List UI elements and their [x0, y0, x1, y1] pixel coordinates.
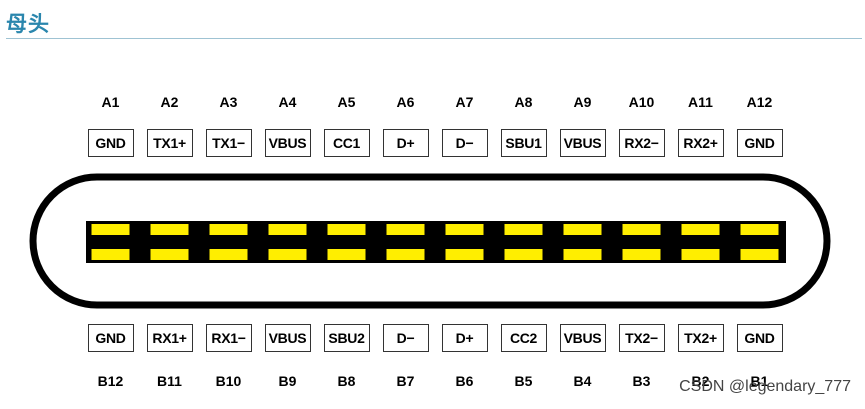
contact-a10	[622, 224, 661, 235]
pin-label-a3: A3	[219, 94, 238, 110]
section-header: 母头	[6, 6, 862, 39]
contact-b2	[681, 249, 720, 260]
pin-label-a5: A5	[337, 94, 356, 110]
contact-b4	[563, 249, 602, 260]
signal-box-a4: VBUS	[264, 129, 311, 157]
pin-label-b8: B8	[337, 373, 356, 389]
contact-a8	[504, 224, 543, 235]
signal-box-a1: GND	[87, 129, 134, 157]
contact-a7	[445, 224, 484, 235]
contact-a6	[386, 224, 425, 235]
contact-group	[91, 224, 779, 260]
signal-box-a8: SBU1	[500, 129, 547, 157]
contact-b5	[504, 249, 543, 260]
signal-box-a5: CC1	[323, 129, 370, 157]
bottom-pin-labels: B12 B11 B10 B9 B8 B7 B6 B5 B4 B3 B2 B1	[0, 366, 865, 396]
pin-label-b9: B9	[278, 373, 297, 389]
contact-b7	[386, 249, 425, 260]
pin-label-a6: A6	[396, 94, 415, 110]
signal-box-b11: RX1+	[146, 324, 193, 352]
contact-a5	[327, 224, 366, 235]
signal-box-a12: GND	[736, 129, 783, 157]
signal-box-a3: TX1−	[205, 129, 252, 157]
pin-label-b11: B11	[157, 373, 182, 389]
signal-box-b12: GND	[87, 324, 134, 352]
top-pin-labels: A1 A2 A3 A4 A5 A6 A7 A8 A9 A10 A11 A12	[0, 87, 865, 117]
pin-label-b7: B7	[396, 373, 415, 389]
contact-a2	[150, 224, 189, 235]
contact-b1	[740, 249, 779, 260]
pin-label-b5: B5	[514, 373, 533, 389]
contact-a11	[681, 224, 720, 235]
connector-shell	[29, 173, 831, 309]
contact-a1	[91, 224, 130, 235]
signal-box-b2: TX2+	[677, 324, 724, 352]
watermark-text: CSDN @legendary_777	[679, 378, 851, 395]
signal-box-a7: D−	[441, 129, 488, 157]
signal-box-b1: GND	[736, 324, 783, 352]
pin-label-a2: A2	[160, 94, 179, 110]
pin-label-b3: B3	[632, 373, 651, 389]
pin-label-b6: B6	[455, 373, 474, 389]
pin-label-b1: B1	[750, 373, 769, 389]
pin-label-a10: A10	[628, 94, 655, 110]
signal-box-b6: D+	[441, 324, 488, 352]
signal-box-b8: SBU2	[323, 324, 370, 352]
signal-box-a2: TX1+	[146, 129, 193, 157]
contact-b11	[150, 249, 189, 260]
contact-a12	[740, 224, 779, 235]
signal-box-b5: CC2	[500, 324, 547, 352]
pin-label-b2: B2	[691, 373, 710, 389]
signal-box-b9: VBUS	[264, 324, 311, 352]
pin-label-a12: A12	[746, 94, 773, 110]
pin-label-a4: A4	[278, 94, 297, 110]
contact-b9	[268, 249, 307, 260]
signal-box-a11: RX2+	[677, 129, 724, 157]
contact-b6	[445, 249, 484, 260]
pin-label-a7: A7	[455, 94, 474, 110]
section-title: 母头	[6, 12, 50, 36]
contact-b3	[622, 249, 661, 260]
contact-b8	[327, 249, 366, 260]
contact-a9	[563, 224, 602, 235]
contact-a4	[268, 224, 307, 235]
top-signal-row: GND TX1+ TX1− VBUS CC1 D+ D− SBU1 VBUS R…	[0, 128, 865, 158]
pin-label-a1: A1	[101, 94, 120, 110]
bottom-signal-row: GND RX1+ RX1− VBUS SBU2 D− D+ CC2 VBUS T…	[0, 323, 865, 353]
contact-b10	[209, 249, 248, 260]
pin-label-a11: A11	[688, 94, 713, 110]
signal-box-b7: D−	[382, 324, 429, 352]
pin-label-b4: B4	[573, 373, 592, 389]
contact-a3	[209, 224, 248, 235]
contact-b12	[91, 249, 130, 260]
signal-box-b3: TX2−	[618, 324, 665, 352]
pin-label-a8: A8	[514, 94, 533, 110]
connector-tongue	[86, 221, 786, 263]
signal-box-a6: D+	[382, 129, 429, 157]
signal-box-b10: RX1−	[205, 324, 252, 352]
signal-box-a10: RX2−	[618, 129, 665, 157]
pin-label-b12: B12	[97, 373, 124, 389]
signal-box-b4: VBUS	[559, 324, 606, 352]
pin-label-b10: B10	[215, 373, 242, 389]
signal-box-a9: VBUS	[559, 129, 606, 157]
pin-label-a9: A9	[573, 94, 592, 110]
